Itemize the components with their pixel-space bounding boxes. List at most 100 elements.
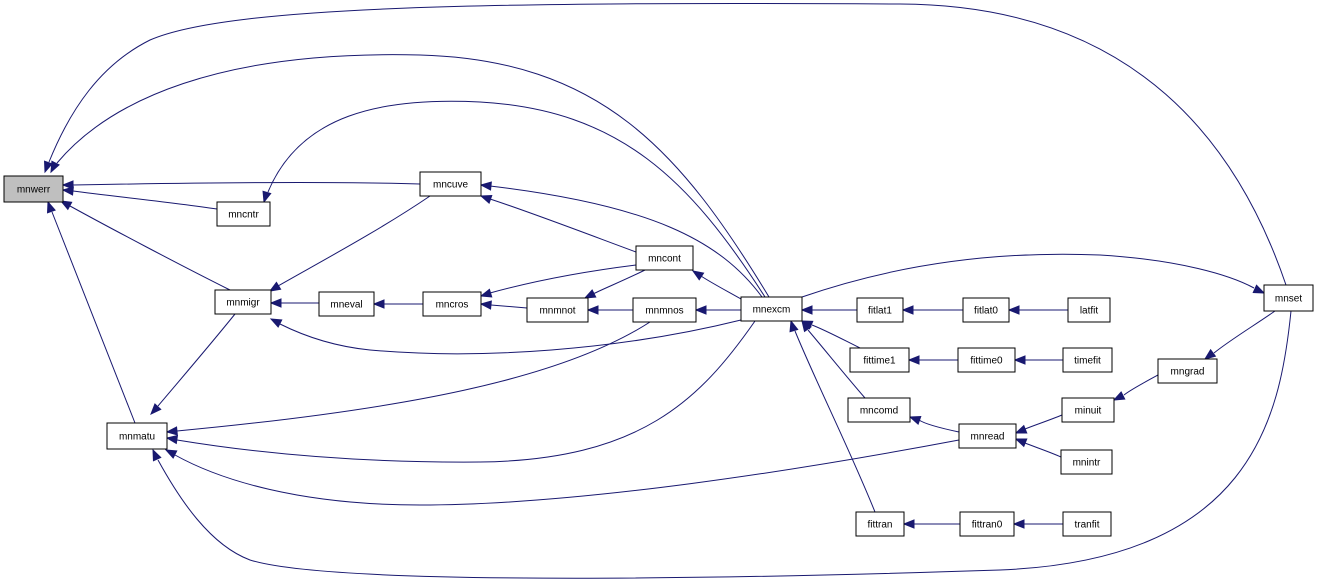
edge-line [267,100,766,298]
node-box[interactable] [1062,511,1112,537]
node-box[interactable] [526,297,589,323]
edge-line [794,330,876,513]
edge-arrowhead [789,319,799,333]
node-box[interactable] [962,297,1010,323]
edge-minuit-to-mnread [1014,414,1063,434]
edge-mnset-to-mnmatu [152,310,1292,579]
node-mncuve[interactable]: mncuve [419,171,482,197]
node-box[interactable] [1060,449,1113,475]
node-box[interactable] [3,175,64,203]
node-label: latfit [1080,306,1099,317]
edge-arrowhead [800,305,813,315]
edge-arrowhead [583,289,597,299]
node-fittime1[interactable]: fittime1 [849,347,910,373]
node-mnintr[interactable]: mnintr [1060,449,1113,475]
node-mneval[interactable]: mneval [318,291,375,317]
node-mncomd[interactable]: mncomd [847,397,911,423]
node-minuit[interactable]: minuit [1061,397,1115,423]
edge-line [1213,310,1276,354]
node-box[interactable] [1263,284,1314,312]
edge-mncuve-to-mnwerr [61,180,421,190]
edge-arrowhead [479,194,493,204]
node-mnset[interactable]: mnset [1263,284,1314,312]
node-box[interactable] [847,397,911,423]
node-mnmnos[interactable]: mnmnos [632,297,697,323]
node-label: mnmigr [226,298,260,309]
node-label: mnintr [1073,458,1101,469]
edge-arrowhead [61,180,74,190]
node-label: fittime1 [863,356,896,367]
node-box[interactable] [216,201,271,227]
edge-mnread-to-mnmatu [164,439,960,506]
edge-arrowhead [586,305,599,315]
node-mngrad[interactable]: mngrad [1157,358,1218,384]
edge-arrowhead [1203,348,1217,360]
edge-arrowhead [1012,519,1025,529]
node-mnexcm[interactable]: mnexcm [740,296,803,322]
node-box[interactable] [1067,297,1111,323]
node-box[interactable] [422,291,482,317]
edge-arrowhead [61,186,74,196]
edge-line [811,324,861,349]
node-box[interactable] [856,297,904,323]
node-box[interactable] [318,291,375,317]
edge-fittran0-to-fittran [902,519,960,529]
node-label: mncuve [433,180,468,191]
node-box[interactable] [1061,397,1115,423]
node-fitlat1[interactable]: fitlat1 [856,297,904,323]
node-box[interactable] [855,511,905,537]
node-label: mncont [648,254,681,265]
edge-arrowhead [152,448,162,462]
node-fittran[interactable]: fittran [855,511,905,537]
edge-line [176,320,756,463]
edge-line [157,310,1292,579]
node-mncros[interactable]: mncros [422,291,482,317]
edge-arrowhead [268,281,282,292]
edge-arrowhead [694,305,707,315]
edge-arrowhead [901,305,914,315]
node-box[interactable] [106,422,168,450]
edge-mnexcm-to-mnset [801,253,1266,298]
node-box[interactable] [849,347,910,373]
edge-fittime0-to-fittime1 [907,355,958,365]
edge-arrowhead [164,449,178,459]
edge-fitlat1-to-mnexcm [800,305,857,315]
edge-line [279,319,742,355]
node-fittran0[interactable]: fittran0 [959,511,1015,537]
edge-mnexcm-to-mnmigr [269,318,742,355]
edge-line [56,54,770,298]
node-mnmatu[interactable]: mnmatu [106,422,168,450]
node-mnmnot[interactable]: mnmnot [526,297,589,323]
node-box[interactable] [632,297,697,323]
edge-arrowhead [165,426,178,436]
node-mncont[interactable]: mncont [635,245,694,271]
edge-arrowhead [1112,391,1126,401]
node-fitlat0[interactable]: fitlat0 [962,297,1010,323]
node-box[interactable] [635,245,694,271]
edge-mnexcm-to-mnwerr [50,54,770,298]
node-timefit[interactable]: timefit [1062,347,1113,373]
edge-mnmatu-to-mnwerr [46,200,136,424]
node-mnmigr[interactable]: mnmigr [214,289,272,315]
node-tranfit[interactable]: tranfit [1062,511,1112,537]
edge-mncont-to-mncuve [479,194,637,253]
node-box[interactable] [1062,347,1113,373]
node-label: mnmnot [539,306,575,317]
edge-mnread-to-mncomd [908,415,960,433]
edge-arrowhead [372,299,385,309]
edge-line [592,269,646,295]
node-box[interactable] [958,423,1017,449]
node-box[interactable] [740,296,803,322]
node-latfit[interactable]: latfit [1067,297,1111,323]
node-fittime0[interactable]: fittime0 [957,347,1016,373]
node-box[interactable] [419,171,482,197]
edge-line [51,211,136,424]
node-box[interactable] [957,347,1016,373]
node-mncntr[interactable]: mncntr [216,201,271,227]
edge-fitlat0-to-fitlat1 [901,305,963,315]
node-mnwerr[interactable]: mnwerr [3,175,64,203]
node-box[interactable] [214,289,272,315]
node-box[interactable] [959,511,1015,537]
node-box[interactable] [1157,358,1218,384]
node-mnread[interactable]: mnread [958,423,1017,449]
